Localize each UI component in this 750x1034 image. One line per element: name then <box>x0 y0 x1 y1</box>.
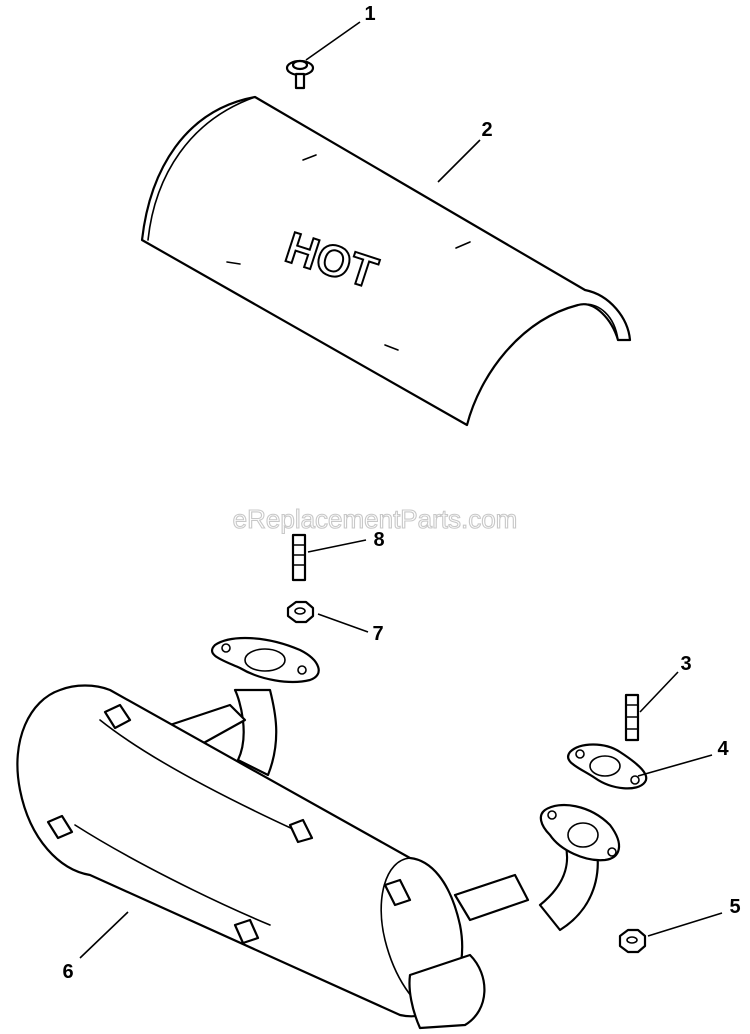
part-8-stud[interactable] <box>291 533 307 582</box>
callout-5: 5 <box>729 896 740 918</box>
part-6-muffler[interactable] <box>16 637 621 1030</box>
callout-3: 3 <box>680 653 691 675</box>
part-7-nut[interactable] <box>286 600 315 624</box>
callout-7: 7 <box>372 623 383 645</box>
part-2-heat-shield[interactable]: HOT <box>140 95 632 427</box>
callout-8: 8 <box>373 529 384 551</box>
part-4-gasket[interactable] <box>567 743 648 790</box>
callout-6: 6 <box>62 961 73 983</box>
leader-lines <box>79 21 723 959</box>
callout-1: 1 <box>364 3 375 25</box>
callout-labels: 1 2 3 4 5 6 7 8 <box>62 3 740 983</box>
callout-4: 4 <box>717 738 729 760</box>
part-3-stud[interactable] <box>624 693 640 742</box>
part-5-nut[interactable] <box>618 928 647 954</box>
callout-2: 2 <box>481 119 492 141</box>
watermark: eReplacementParts.com <box>233 504 518 534</box>
part-1-screw[interactable] <box>285 59 315 90</box>
